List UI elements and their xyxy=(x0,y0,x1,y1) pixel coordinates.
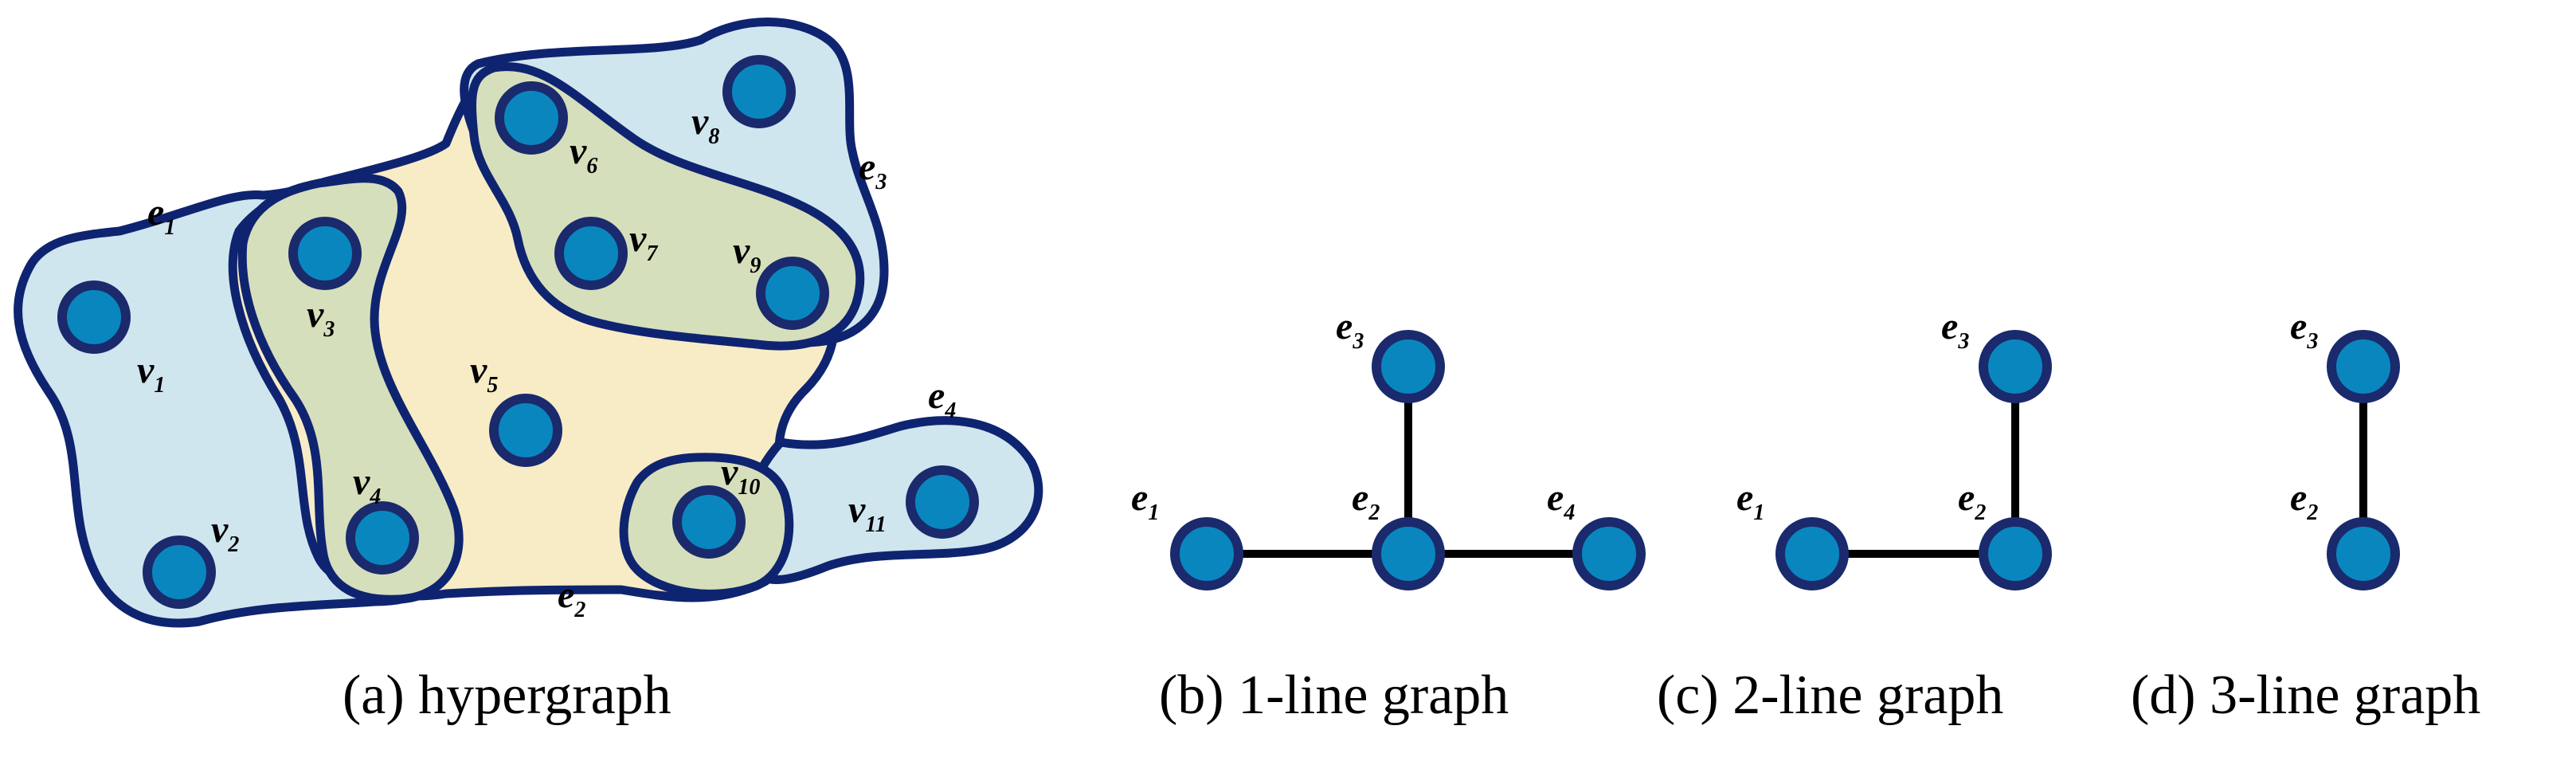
node-e3 xyxy=(1372,330,1445,403)
label-v6: v6 xyxy=(570,130,597,178)
node-e3 xyxy=(2327,330,2400,403)
label-e3: e3 xyxy=(859,146,887,194)
vertex-v6 xyxy=(495,81,568,155)
vertex-v9 xyxy=(756,257,829,330)
vertex-v11 xyxy=(906,465,979,539)
label-v4: v4 xyxy=(353,461,381,509)
overlap-e1-e2 xyxy=(237,174,464,604)
panel-d-3-line-graph: e2 e3 (d) 3-line graph xyxy=(2131,305,2480,726)
label-v9: v9 xyxy=(733,230,761,278)
panel-a-hypergraph: v1 v2 v3 v4 v5 v6 v7 v8 v9 v10 v11 e1 e2… xyxy=(14,18,1043,726)
vertex-v5 xyxy=(489,394,562,467)
vertex-v1 xyxy=(57,280,131,354)
label-e1: e1 xyxy=(1736,477,1764,525)
vertex-v7 xyxy=(554,217,628,290)
label-v8: v8 xyxy=(691,100,719,149)
label-v11: v11 xyxy=(848,488,887,537)
label-e3: e3 xyxy=(1941,305,1969,354)
node-e4 xyxy=(1572,517,1646,590)
panel-c-2-line-graph: e1 e2 e3 (c) 2-line graph xyxy=(1657,305,2052,726)
node-e2 xyxy=(1372,517,1445,590)
node-e1 xyxy=(1170,517,1243,590)
label-e4: e4 xyxy=(928,375,956,423)
label-e2: e2 xyxy=(1958,477,1986,525)
vertex-v8 xyxy=(722,55,796,128)
label-e2: e2 xyxy=(1352,477,1380,525)
node-e3 xyxy=(1979,330,2052,403)
vertex-v3 xyxy=(288,217,362,290)
panel-b-1-line-graph: e1 e2 e3 e4 (b) 1-line graph xyxy=(1131,305,1646,726)
caption-d: (d) 3-line graph xyxy=(2131,665,2480,726)
label-v2: v2 xyxy=(211,508,239,557)
label-v1: v1 xyxy=(137,349,165,398)
vertex-v4 xyxy=(346,501,419,575)
vertex-v2 xyxy=(143,536,216,609)
label-e2: e2 xyxy=(558,574,585,622)
node-e1 xyxy=(1775,517,1849,590)
node-e2 xyxy=(2327,517,2400,590)
label-e3: e3 xyxy=(1336,305,1364,354)
label-v5: v5 xyxy=(470,349,498,398)
label-e2: e2 xyxy=(2290,477,2318,525)
label-v10: v10 xyxy=(721,451,760,500)
label-e1: e1 xyxy=(147,191,175,240)
label-v7: v7 xyxy=(629,218,658,266)
caption-b: (b) 1-line graph xyxy=(1159,665,1509,726)
node-e2 xyxy=(1979,517,2052,590)
label-e4: e4 xyxy=(1547,477,1575,525)
label-e1: e1 xyxy=(1131,477,1159,525)
label-v3: v3 xyxy=(307,293,335,342)
caption-c: (c) 2-line graph xyxy=(1657,665,2003,726)
caption-a: (a) hypergraph xyxy=(343,665,671,726)
vertex-v10 xyxy=(672,485,746,559)
label-e3: e3 xyxy=(2290,305,2318,354)
